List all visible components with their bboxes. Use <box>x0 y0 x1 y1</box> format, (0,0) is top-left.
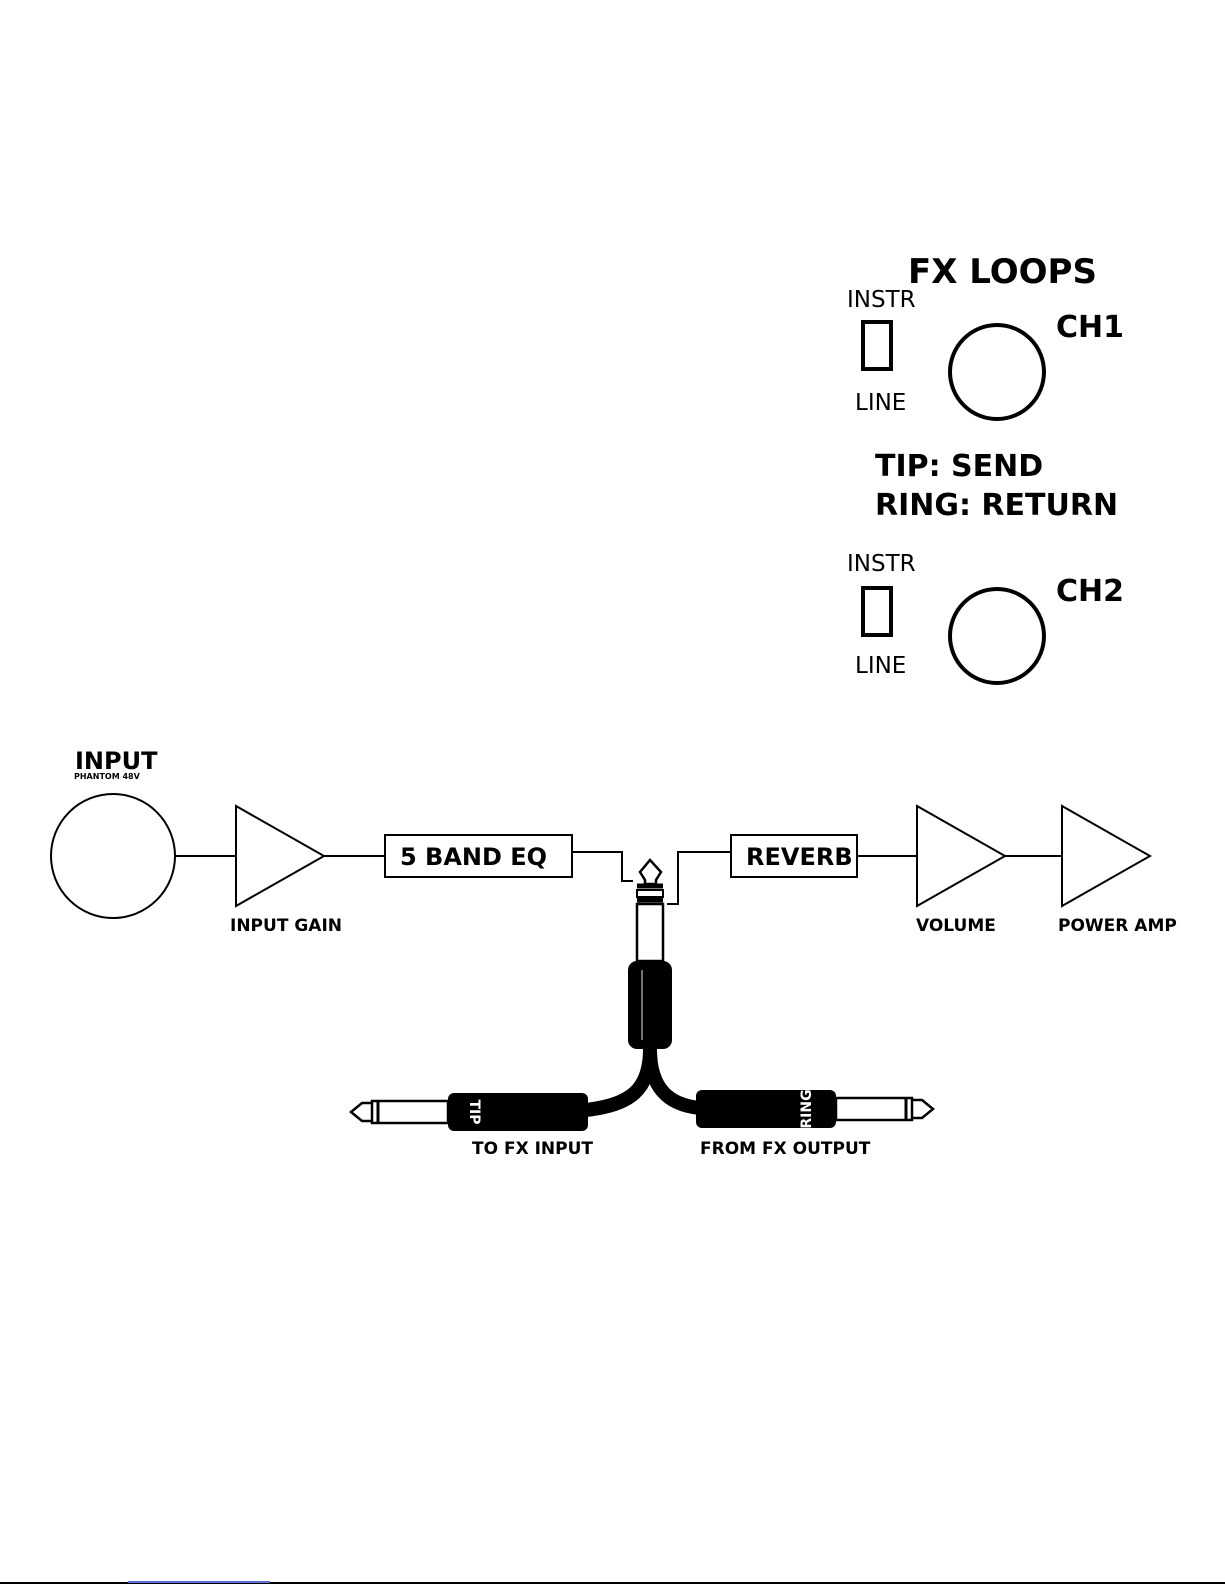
cable-right-branch <box>650 1049 700 1108</box>
ring-return-text: RING: RETURN <box>875 488 1118 523</box>
wire-eq-to-insert-tip <box>572 852 633 881</box>
ch1-fx-loop-jack[interactable] <box>950 325 1044 419</box>
power-amp-symbol <box>1062 806 1150 906</box>
wire-insert-ring-to-reverb <box>667 852 731 904</box>
fx-loops-title: FX LOOPS <box>908 252 1097 292</box>
ch1-switch-instr-label: INSTR <box>847 287 916 313</box>
input-sublabel: PHANTOM 48V <box>74 772 141 781</box>
ch1-label: CH1 <box>1056 310 1124 345</box>
signal-chain: INPUT PHANTOM 48V INPUT GAIN 5 BAND EQ R… <box>51 747 1177 936</box>
ch2-switch-line-label: LINE <box>855 653 906 679</box>
ring-plug-icon: RING <box>696 1089 933 1128</box>
ch2-fx-loop-jack[interactable] <box>950 589 1044 683</box>
to-fx-input-label: TO FX INPUT <box>472 1139 593 1159</box>
volume-amp-symbol <box>917 806 1005 906</box>
reverb-label: REVERB <box>746 843 853 871</box>
power-amp-label: POWER AMP <box>1058 916 1177 936</box>
cable-left-branch <box>586 1049 650 1110</box>
input-jack-circle[interactable] <box>51 794 175 918</box>
ch1-instr-line-switch[interactable] <box>863 322 891 369</box>
ch2-switch-instr-label: INSTR <box>847 551 916 577</box>
tip-send-text: TIP: SEND <box>875 449 1043 484</box>
from-fx-output-label: FROM FX OUTPUT <box>700 1139 871 1159</box>
ch2-label: CH2 <box>1056 574 1124 609</box>
ch1-switch-line-label: LINE <box>855 390 906 416</box>
input-gain-amp-symbol <box>236 806 324 906</box>
tip-plug-icon: TIP <box>351 1093 588 1131</box>
fx-loops-panel: FX LOOPS INSTR LINE CH1 TIP: SEND RING: … <box>847 252 1124 683</box>
input-gain-label: INPUT GAIN <box>230 916 342 936</box>
input-label: INPUT <box>75 747 158 775</box>
volume-label: VOLUME <box>916 916 996 936</box>
trs-plug-icon <box>628 860 672 1049</box>
ch2-instr-line-switch[interactable] <box>863 588 891 635</box>
ring-plug-label: RING <box>799 1089 815 1128</box>
eq-label: 5 BAND EQ <box>400 843 547 871</box>
tip-plug-label: TIP <box>466 1099 482 1124</box>
insert-y-cable: TIP TO FX INPUT RING FROM FX OUTPUT <box>351 860 933 1159</box>
